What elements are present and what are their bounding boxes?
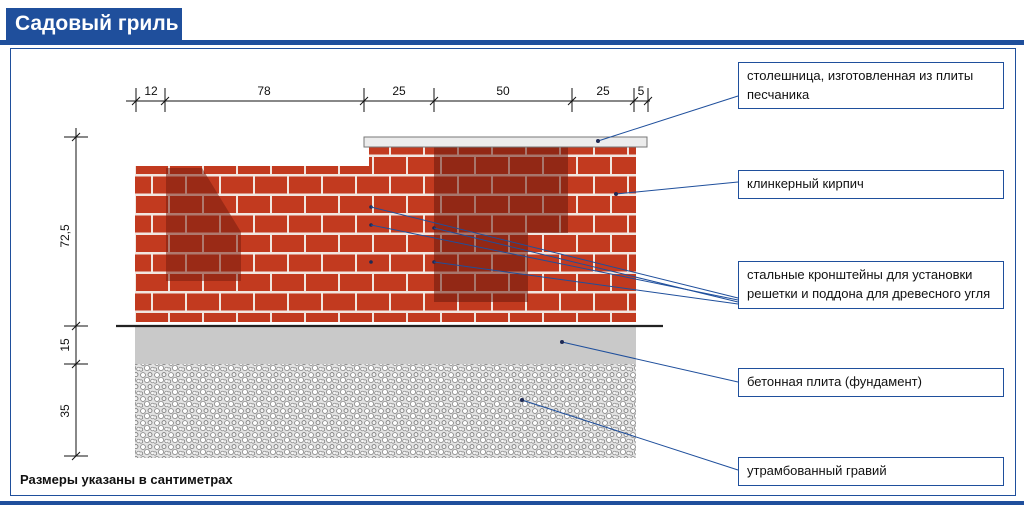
dim-h-3: 50 <box>496 84 510 98</box>
footer-rule <box>0 501 1024 505</box>
label-steel-brackets: стальные кронштейны для установки решетк… <box>738 261 1004 309</box>
label-concrete-slab: бетонная плита (фундамент) <box>738 368 1004 397</box>
page-title: Садовый гриль <box>6 8 182 40</box>
dim-v-1: 15 <box>58 338 72 352</box>
sandstone-countertop <box>363 136 648 148</box>
dim-h-0: 12 <box>144 84 158 98</box>
diagram-frame <box>10 48 1016 496</box>
leader-dots <box>520 139 618 402</box>
dim-h-2: 25 <box>392 84 406 98</box>
dimension-lines-vertical <box>64 128 88 461</box>
dim-v-0: 72,5 <box>58 224 72 248</box>
header-rule <box>0 40 1024 45</box>
leader-lines <box>370 95 739 471</box>
dim-v-2: 35 <box>58 404 72 418</box>
dim-h-4: 25 <box>596 84 610 98</box>
dim-h-5: 5 <box>638 84 645 98</box>
firebox-shadow <box>434 147 568 302</box>
dimension-lines-horizontal <box>126 88 653 112</box>
units-note: Размеры указаны в сантиметрах <box>20 472 233 487</box>
label-countertop: столешница, изготовленная из плиты песча… <box>738 62 1004 109</box>
gravel-layer <box>135 364 636 458</box>
work-area-shadow <box>166 168 241 281</box>
concrete-slab <box>135 327 636 364</box>
label-clinker-brick: клинкерный кирпич <box>738 170 1004 199</box>
label-gravel: утрамбованный гравий <box>738 457 1004 486</box>
dim-h-1: 78 <box>257 84 271 98</box>
